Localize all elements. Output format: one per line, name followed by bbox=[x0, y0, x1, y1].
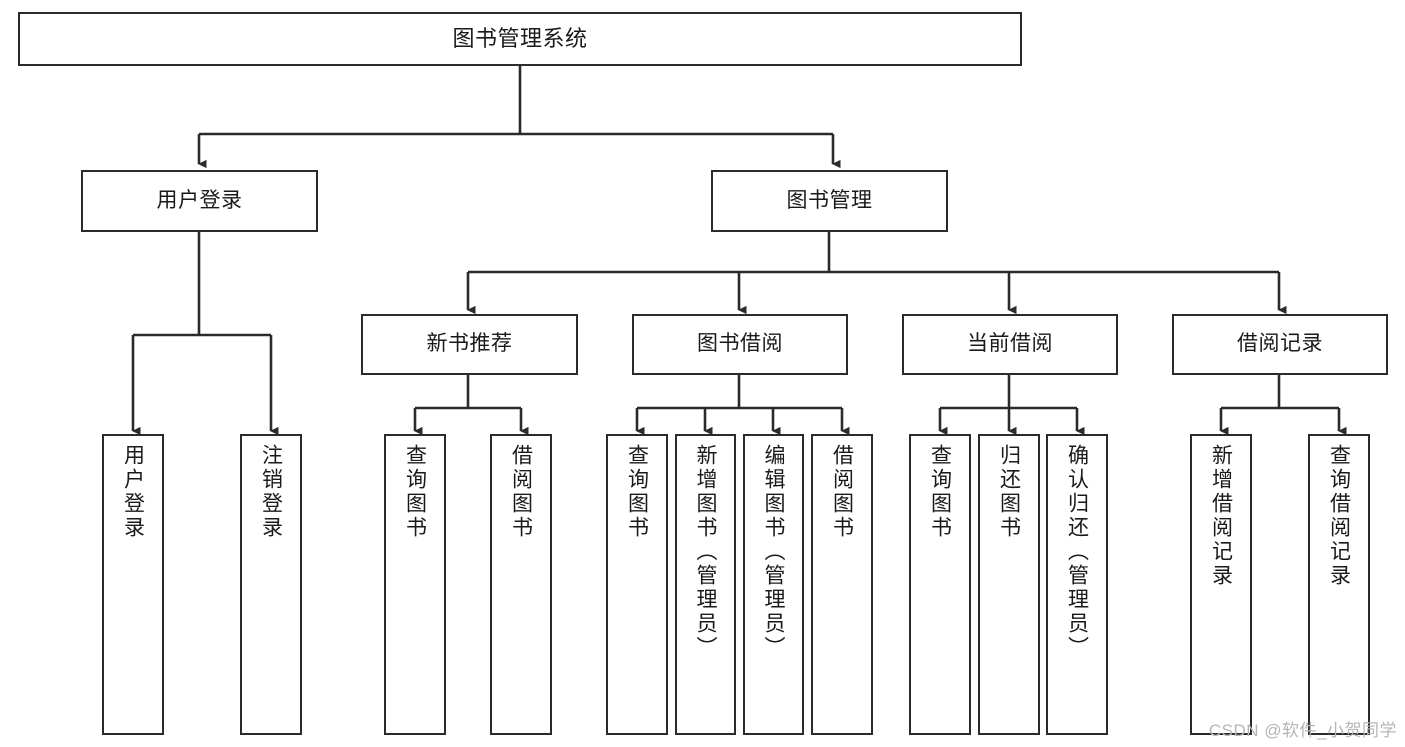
node-new-book-rec-label: 新书推荐 bbox=[426, 332, 513, 356]
node-book-manage-label: 图书管理 bbox=[786, 188, 873, 212]
node-leaf-borrow-book-2[interactable]: 借阅图书 bbox=[811, 434, 873, 735]
node-leaf-add-book-label: 新增图书（管理员） bbox=[694, 444, 717, 660]
node-book-borrow[interactable]: 图书借阅 bbox=[632, 314, 848, 375]
node-book-borrow-label: 图书借阅 bbox=[697, 332, 783, 356]
node-leaf-user-logout-label: 注销登录 bbox=[259, 444, 283, 540]
node-leaf-confirm-return[interactable]: 确认归还（管理员） bbox=[1046, 434, 1108, 735]
node-root[interactable]: 图书管理系统 bbox=[18, 12, 1022, 66]
node-leaf-add-book[interactable]: 新增图书（管理员） bbox=[675, 434, 736, 735]
node-user-login-label: 用户登录 bbox=[156, 188, 243, 212]
node-leaf-query-book-2[interactable]: 查询图书 bbox=[606, 434, 668, 735]
node-leaf-borrow-book-2-label: 借阅图书 bbox=[830, 444, 854, 540]
node-leaf-query-record[interactable]: 查询借阅记录 bbox=[1308, 434, 1370, 735]
node-leaf-user-login-label: 用户登录 bbox=[121, 444, 145, 540]
node-leaf-borrow-book-1[interactable]: 借阅图书 bbox=[490, 434, 552, 735]
node-leaf-user-logout[interactable]: 注销登录 bbox=[240, 434, 302, 735]
node-leaf-query-book-1[interactable]: 查询图书 bbox=[384, 434, 446, 735]
node-leaf-borrow-book-1-label: 借阅图书 bbox=[509, 444, 533, 540]
node-leaf-query-book-2-label: 查询图书 bbox=[625, 444, 649, 540]
node-leaf-edit-book[interactable]: 编辑图书（管理员） bbox=[743, 434, 804, 735]
node-leaf-query-book-3-label: 查询图书 bbox=[928, 444, 952, 540]
node-leaf-query-record-label: 查询借阅记录 bbox=[1327, 444, 1351, 588]
node-leaf-query-book-1-label: 查询图书 bbox=[403, 444, 427, 540]
node-book-manage[interactable]: 图书管理 bbox=[711, 170, 948, 232]
node-user-login[interactable]: 用户登录 bbox=[81, 170, 318, 232]
node-leaf-add-record-label: 新增借阅记录 bbox=[1209, 444, 1233, 588]
node-root-label: 图书管理系统 bbox=[452, 26, 588, 52]
node-leaf-return-book[interactable]: 归还图书 bbox=[978, 434, 1040, 735]
node-leaf-query-book-3[interactable]: 查询图书 bbox=[909, 434, 971, 735]
node-current-borrow[interactable]: 当前借阅 bbox=[902, 314, 1118, 375]
node-borrow-record-label: 借阅记录 bbox=[1237, 332, 1323, 356]
node-leaf-add-record[interactable]: 新增借阅记录 bbox=[1190, 434, 1252, 735]
node-leaf-return-book-label: 归还图书 bbox=[997, 444, 1021, 540]
node-leaf-user-login[interactable]: 用户登录 bbox=[102, 434, 164, 735]
node-current-borrow-label: 当前借阅 bbox=[967, 332, 1053, 356]
node-leaf-confirm-return-label: 确认归还（管理员） bbox=[1065, 444, 1089, 660]
node-new-book-rec[interactable]: 新书推荐 bbox=[361, 314, 578, 375]
node-borrow-record[interactable]: 借阅记录 bbox=[1172, 314, 1388, 375]
node-leaf-edit-book-label: 编辑图书（管理员） bbox=[762, 444, 785, 660]
csdn-watermark: CSDN @软件_小贺同学 bbox=[1208, 721, 1397, 740]
